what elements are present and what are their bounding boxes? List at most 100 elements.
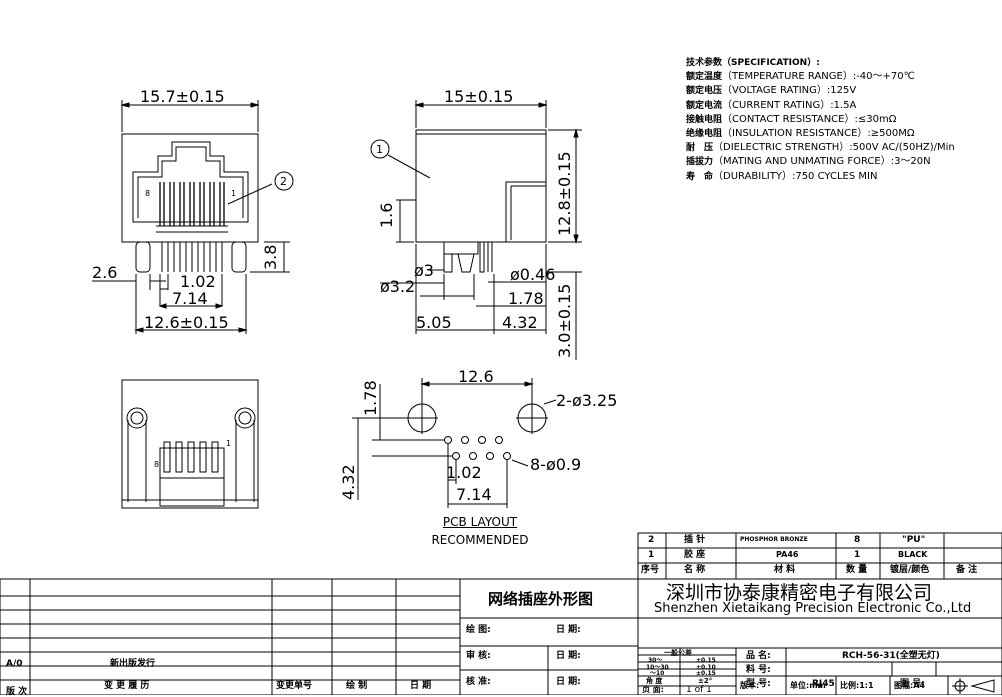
draw-date-label: 日 期: <box>556 625 581 635</box>
bom-head-finish: 镀层/颜色 <box>890 565 930 575</box>
dim-3-8: 3.8 <box>261 245 280 270</box>
bom-head-material: 材 料 <box>774 565 796 575</box>
dim-phi0-46: ø0.46 <box>510 265 555 284</box>
spec-row: 绝缘电阻（INSULATION RESISTANCE）:≥500MΩ <box>686 128 915 140</box>
version-cell: 版本: <box>740 682 759 690</box>
approve-date-label: 日 期: <box>556 677 581 687</box>
spec-row: 寿 命（DURABILITY）:750 CYCLES MIN <box>686 170 878 182</box>
spec-row: 插拔力（MATING AND UNMATING FORCE）:3～20N <box>686 156 931 168</box>
scale-text: 比例: <box>840 681 860 690</box>
bom-row-2-name: 插 针 <box>684 535 706 545</box>
page-value: 1 of 1 <box>686 685 712 695</box>
model-label: 型 号: <box>746 679 771 689</box>
bottom-view <box>121 379 259 509</box>
tolerance-value: ±0.15 <box>696 670 716 677</box>
drawing-number-label: 图 号: <box>900 679 925 689</box>
bom-row-1-qty: 1 <box>854 550 861 560</box>
revision-header-content: 变 更 履 历 <box>104 681 150 691</box>
side-view <box>370 100 582 360</box>
specification-block: 技术参数（SPECIFICATION）: 额定温度（TEMPERATURE RA… <box>686 56 955 184</box>
paper-value: A4 <box>913 681 925 690</box>
dim-1-6: 1.6 <box>377 203 396 228</box>
draw-label: 绘 图: <box>466 625 491 635</box>
bom-row-1-no: 1 <box>648 550 655 560</box>
dim-4-32: 4.32 <box>502 313 538 332</box>
pcb-dim-12-6: 12.6 <box>458 367 494 386</box>
spec-title: 技术参数（SPECIFICATION）: <box>686 58 820 68</box>
pcb-title: PCB LAYOUT <box>442 515 518 529</box>
bom-row-2-no: 2 <box>648 535 655 545</box>
version-text: 版本: <box>740 681 760 690</box>
dim-7-14: 7.14 <box>172 289 208 308</box>
bom-row-2-finish: "PU" <box>902 535 926 545</box>
bom-row-2-material: PHOSPHOR BRONZE <box>740 536 808 543</box>
product-name-value: RCH-56-31(全塑无灯) <box>842 651 940 661</box>
pin-1-label: 1 <box>231 189 236 198</box>
pin-8-label: 8 <box>145 189 150 198</box>
tolerance-title: 一般公差 <box>664 649 692 657</box>
pcb-layout-view <box>352 378 557 508</box>
revision-header-version: 版 次 <box>6 687 28 697</box>
bottom-pin-8-label: 8 <box>154 460 159 469</box>
bom-row-1-material: PA46 <box>776 550 799 559</box>
callout-2: 2 <box>280 175 287 188</box>
bom-row-1-name: 胶 座 <box>684 550 706 560</box>
revision-header-change-no: 变更单号 <box>276 681 313 691</box>
page-label: 页 面: <box>642 685 664 694</box>
dim-2-6: 2.6 <box>92 263 117 282</box>
tolerance-value: ±2° <box>698 677 713 685</box>
unit-text: 单位: <box>790 681 810 690</box>
part-number-label: 料 号: <box>746 665 771 675</box>
company-name-en: Shenzhen Xietaikang Precision Electronic… <box>654 601 972 616</box>
pcb-dim-1-78: 1.78 <box>361 380 380 416</box>
revision-header-date: 日 期 <box>410 681 432 691</box>
revision-header-drawn: 绘 制 <box>346 681 368 691</box>
dim-1-02: 1.02 <box>180 272 216 291</box>
dim-phi3-2: ø3.2 <box>380 277 415 296</box>
pcb-dim-2-phi3-25: 2-ø3.25 <box>556 391 617 410</box>
tolerance-value: ±0.15 <box>696 657 716 664</box>
bom-head-name: 名 称 <box>684 565 706 575</box>
spec-row: 额定电压（VOLTAGE RATING）:125V <box>686 85 857 97</box>
dim-front-width: 15.7±0.15 <box>140 87 225 106</box>
drawing-title: 网络插座外形图 <box>488 590 594 608</box>
bom-row-2-qty: 8 <box>854 535 861 545</box>
tolerance-range: 角 度 <box>646 677 663 685</box>
check-date-label: 日 期: <box>556 651 581 661</box>
tolerance-range: 10～30 <box>646 664 669 671</box>
tolerance-range: ～10 <box>650 670 665 677</box>
unit-value: mm <box>809 681 826 690</box>
unit-cell: 单位:mm <box>790 682 826 690</box>
model-value: RJ45 <box>812 679 835 689</box>
revision-text: 新出版发行 <box>110 659 156 669</box>
pcb-subtitle: RECOMMENDED <box>431 533 529 547</box>
paper-text: 图幅: <box>894 681 914 690</box>
scale-cell: 比例:1:1 <box>840 682 874 690</box>
callout-1: 1 <box>376 143 383 156</box>
tolerance-value: ±0.10 <box>696 664 716 671</box>
bom-head-note: 备 注 <box>956 565 978 575</box>
paper-cell: 图幅:A4 <box>894 682 925 690</box>
bom-row-1-finish: BLACK <box>898 550 928 559</box>
bottom-pin-1-label: 1 <box>226 439 231 448</box>
dim-5-05: 5.05 <box>416 313 452 332</box>
bom-head-no: 序号 <box>641 565 660 575</box>
dim-phi3: ø3 <box>414 261 434 280</box>
scale-value: 1:1 <box>859 681 874 690</box>
bom-head-qty: 数 量 <box>846 565 868 575</box>
product-name-label: 品 名: <box>746 651 771 661</box>
spec-row: 接触电阻（CONTACT RESISTANCE）:≤30mΩ <box>686 113 897 125</box>
company-name-cn: 深圳市协泰康精密电子有限公司 <box>666 582 933 604</box>
spec-row: 额定温度（TEMPERATURE RANGE）:-40～+70℃ <box>686 71 915 83</box>
dim-12-6: 12.6±0.15 <box>144 313 229 332</box>
approve-label: 核 准: <box>466 677 491 687</box>
check-label: 审 核: <box>466 651 491 661</box>
title-block-frame <box>0 532 1002 695</box>
pcb-layout-label: PCB LAYOUT RECOMMENDED <box>414 513 546 549</box>
spec-row: 额定电流（CURRENT RATING）:1.5A <box>686 99 857 111</box>
front-view <box>92 100 294 334</box>
pcb-dim-7-14: 7.14 <box>456 485 492 504</box>
dim-side-height: 12.8±0.15 <box>555 151 574 236</box>
dim-3-0: 3.0±0.15 <box>555 284 574 358</box>
